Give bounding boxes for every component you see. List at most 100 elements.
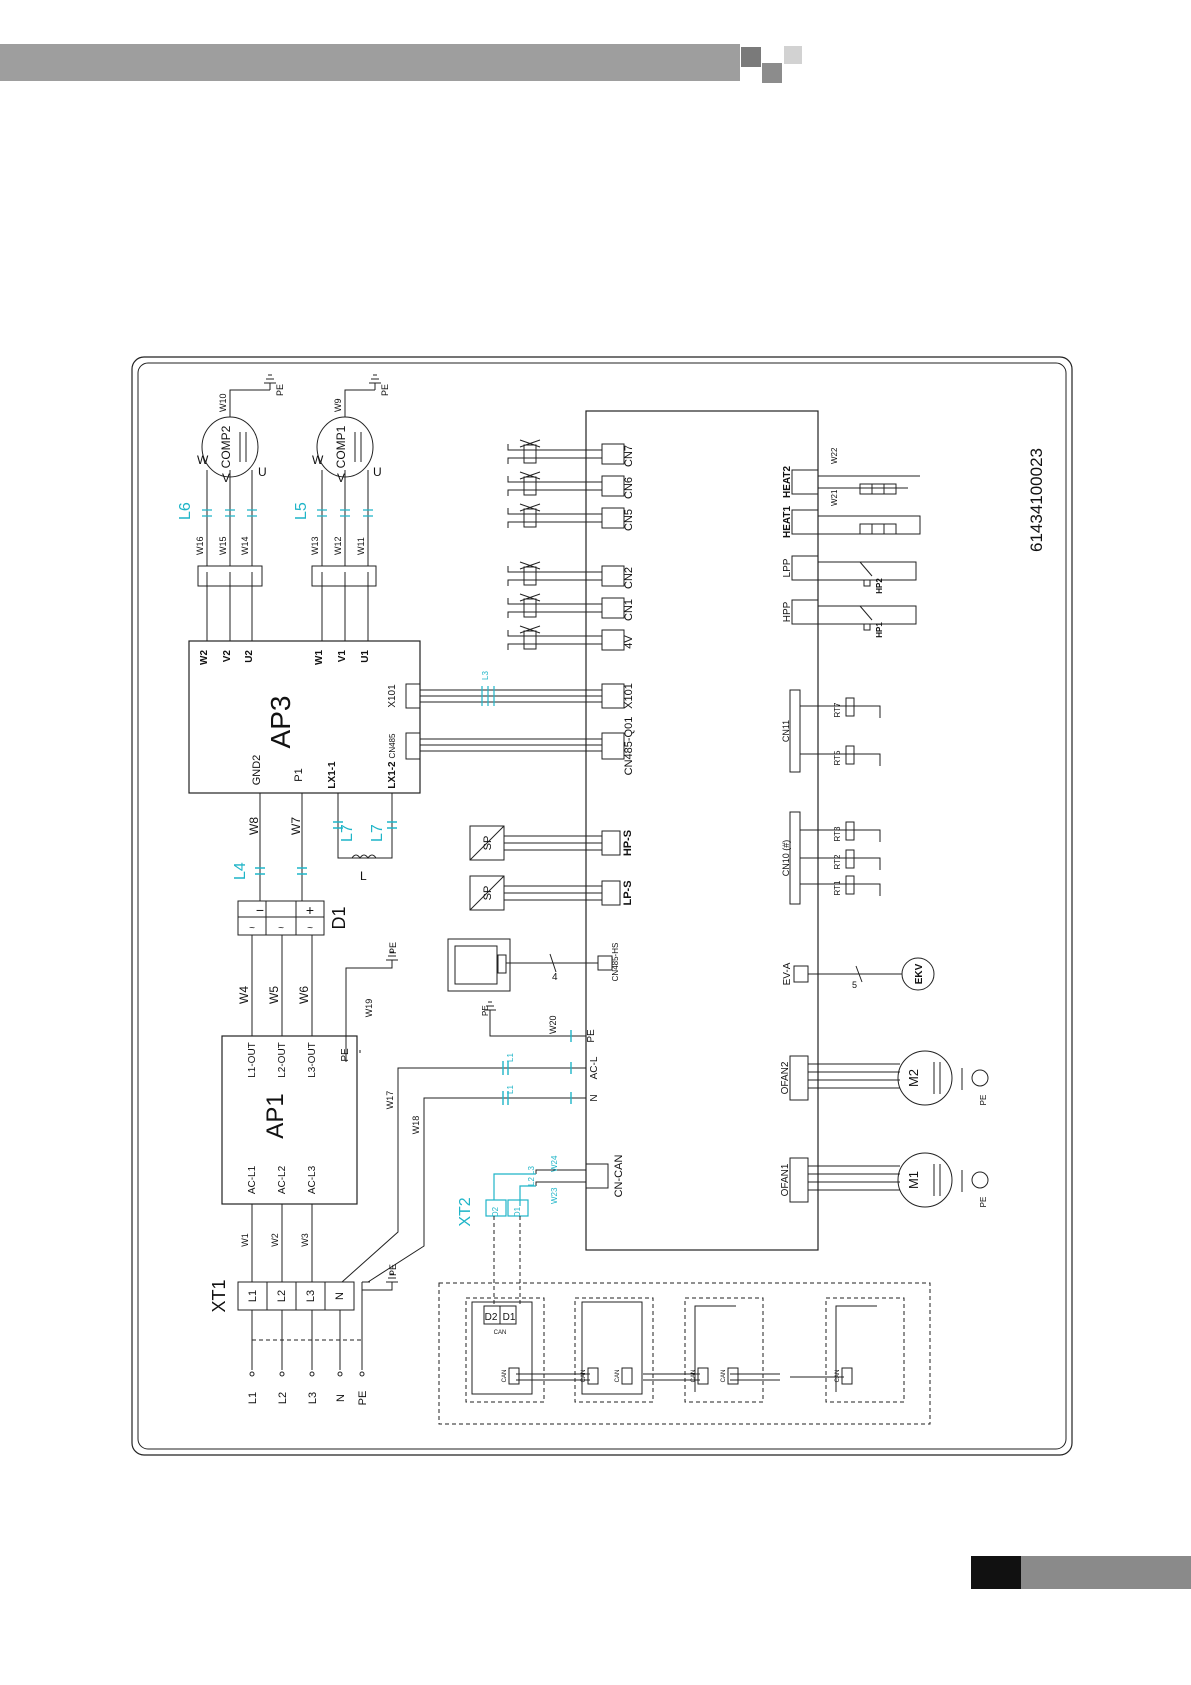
can-conn-5: CAN (721, 1370, 727, 1383)
ap1-ac-l1: AC-L1 (247, 1165, 258, 1194)
ac-l-label: AC-L (589, 1056, 600, 1079)
can-units (465, 1216, 905, 1403)
cn7-label: CN7 (623, 445, 635, 467)
expansion-valve (793, 957, 935, 991)
l7-label-2: L7 (369, 824, 386, 842)
l4-label: L4 (232, 862, 249, 880)
w18-label: W18 (411, 1116, 421, 1135)
main-power-ferrites (502, 1030, 572, 1105)
lx1-2-label: LX1-2 (387, 761, 398, 789)
d1-ac-3: ~ (307, 923, 313, 934)
w20-label: W20 (548, 1015, 558, 1034)
w10-label: W10 (218, 393, 228, 412)
xt1-pe-ground: PE (388, 1264, 398, 1276)
inner-frame (137, 362, 1067, 1450)
d1-plus: + (306, 902, 314, 918)
valve-group-top (507, 439, 625, 529)
xt1-terminal-l2: L2 (276, 1290, 288, 1302)
ferrite-3-label: L3 (527, 1166, 536, 1175)
rt1-label: RT1 (833, 880, 842, 896)
xt1-block (237, 1204, 398, 1377)
ap1-ac-l2: AC-L2 (277, 1165, 288, 1194)
w3-label: W3 (300, 1233, 310, 1247)
cn485-q01-connector (601, 732, 625, 760)
cn2-label: CN2 (623, 567, 635, 589)
w19-pe (345, 951, 398, 1062)
ap3-label: AP3 (265, 696, 296, 749)
valve-group-bottom (507, 561, 625, 651)
comp1-w: W (312, 453, 324, 467)
ap1-l2-out: L2-OUT (277, 1042, 288, 1078)
footer-page-block (971, 1556, 1021, 1589)
supply-pe: PE (357, 1391, 369, 1406)
w13-label: W13 (310, 536, 320, 555)
ap3-board (188, 640, 421, 794)
reactor (337, 793, 393, 859)
ap3-u1-label: U1 (360, 650, 371, 663)
header-bar (0, 44, 740, 81)
cn10-label: CN10 (#) (781, 840, 791, 877)
rt3-label: RT3 (833, 826, 842, 842)
compressor-inductors (202, 509, 373, 517)
d1-ac-1: ~ (249, 923, 255, 934)
ferrite-2-label: L1 (506, 1085, 515, 1094)
w7-label: W7 (289, 817, 303, 835)
l3-ferrite (481, 686, 495, 706)
can-conn-4: CAN (691, 1370, 697, 1383)
w19-label: W19 (364, 999, 374, 1018)
main-power-wiring (359, 1022, 586, 1126)
w6-label: W6 (297, 986, 311, 1004)
ap3-v2-label: V2 (222, 650, 233, 663)
temperature-sensors (789, 689, 881, 905)
supply-n: N (335, 1394, 347, 1402)
can-conn-6: CAN (835, 1370, 841, 1383)
supply-l2: L2 (277, 1392, 289, 1404)
can-wiring (535, 1169, 586, 1186)
hpp-label: HPP (782, 601, 793, 622)
m2-label: M2 (906, 1069, 921, 1087)
w17-w18-wiring (341, 1071, 425, 1283)
w9-label: W9 (333, 399, 343, 413)
ap3-cn485-label: CN485 (388, 733, 397, 758)
header-square-light (784, 46, 802, 64)
l5-label: L5 (293, 502, 310, 520)
hp-s-switch-label: SP (482, 836, 494, 851)
w11-label: W11 (356, 537, 366, 555)
comp2-v: V (222, 471, 230, 485)
cn6-label: CN6 (623, 477, 635, 499)
ap3-w1-label: W1 (314, 650, 325, 665)
can-d1-label: D1 (503, 1312, 516, 1323)
reactor-label: L (360, 869, 367, 883)
hp2-label: HP2 (875, 578, 884, 594)
l4-inductors (255, 867, 307, 875)
rt5-label: RT5 (833, 750, 842, 766)
can-port-label: CAN (494, 1330, 507, 1336)
heat1-label: HEAT1 (782, 506, 793, 538)
ferrite-1-label: L1 (506, 1053, 515, 1062)
comp1-pe: PE (380, 384, 390, 396)
cn485-q01-label: CN485-Q01 (623, 717, 635, 776)
w12-label: W12 (333, 536, 343, 555)
w4-label: W4 (237, 986, 251, 1004)
ap1-pe: PE (340, 1048, 351, 1062)
supply-l3: L3 (307, 1392, 319, 1404)
xt2-d2-label: D2 (491, 1206, 500, 1217)
heaters-and-protectors (791, 469, 921, 631)
can-conn-1: CAN (502, 1370, 508, 1383)
outer-frame (131, 356, 1073, 1456)
l3-ferrite-label: L3 (481, 671, 490, 680)
lp-s-switch-label: SP (482, 886, 494, 901)
x101-board-label: X101 (623, 683, 635, 709)
ev-wire-count: 5 (852, 980, 857, 990)
w21-label: W21 (830, 489, 839, 506)
d1-ac-2: ~ (278, 923, 284, 934)
cn485-hs-label: CN485-HS (611, 943, 620, 982)
comp1-v: V (337, 471, 345, 485)
comp2-label: COMP2 (219, 425, 233, 468)
comp1-label: COMP1 (334, 425, 348, 468)
cn11-label: CN11 (781, 720, 791, 742)
ap3-u2-label: U2 (244, 650, 255, 663)
ap3-board-links (405, 683, 602, 760)
l6-label: L6 (177, 502, 194, 520)
